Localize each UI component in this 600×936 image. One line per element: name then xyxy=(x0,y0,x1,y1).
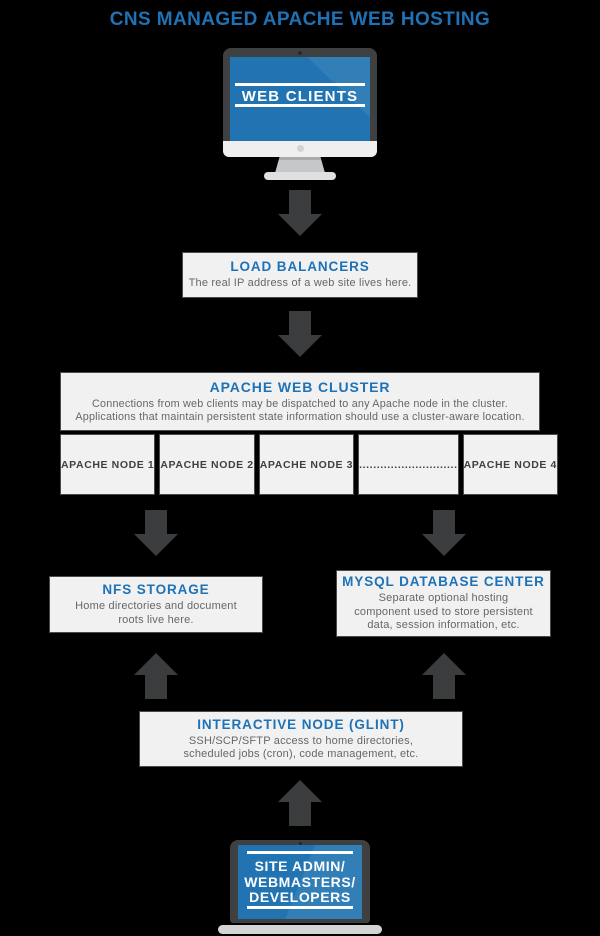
arrow-interactive-to-mysql xyxy=(422,653,466,699)
web-clients-label: WEB CLIENTS xyxy=(241,88,359,105)
load-balancers-title: LOAD BALANCERS xyxy=(230,259,370,275)
arrow-clients-to-loadbalancers xyxy=(278,190,322,236)
apache-node-2-cell: APACHE NODE 2 xyxy=(159,434,255,495)
label-rule-bottom xyxy=(235,104,365,107)
nfs-storage-title: NFS STORAGE xyxy=(102,582,210,597)
mysql-center-box: MYSQL DATABASE CENTER Separate optional … xyxy=(336,570,551,637)
apache-node-1-cell: APACHE NODE 1 xyxy=(60,434,156,495)
apache-node-3-cell: APACHE NODE 3 xyxy=(258,434,355,495)
laptop-rule-top xyxy=(247,851,353,854)
monitor-button-icon xyxy=(296,145,304,152)
apache-node-4-cell: APACHE NODE 4 xyxy=(462,434,558,495)
laptop-rule-bottom xyxy=(247,906,353,909)
laptop-webcam-dot-icon xyxy=(298,841,302,845)
apache-cluster-description: Connections from web clients may be disp… xyxy=(75,398,525,423)
laptop-bezel: SITE ADMIN/ WEBMASTERS/ DEVELOPERS xyxy=(230,840,370,923)
nfs-storage-description: Home directories and document roots live… xyxy=(75,600,237,626)
apache-node-row: APACHE NODE 1 APACHE NODE 2 APACHE NODE … xyxy=(60,434,558,495)
arrow-loadbalancers-to-cluster xyxy=(278,311,322,357)
apache-node-ellipsis-cell: ............................ xyxy=(358,434,459,495)
page-title: CNS MANAGED APACHE WEB HOSTING xyxy=(109,9,491,30)
laptop-base xyxy=(218,925,382,934)
load-balancers-box: LOAD BALANCERS The real IP address of a … xyxy=(182,252,418,298)
interactive-node-box: INTERACTIVE NODE (GLINT) SSH/SCP/SFTP ac… xyxy=(139,711,463,767)
arrow-cluster-to-nfs xyxy=(134,510,178,556)
laptop-screen: SITE ADMIN/ WEBMASTERS/ DEVELOPERS xyxy=(238,845,362,919)
apache-cluster-box: APACHE WEB CLUSTER Connections from web … xyxy=(60,372,540,431)
arrow-admins-to-interactive xyxy=(278,780,322,826)
monitor-bezel: WEB CLIENTS xyxy=(223,48,377,141)
monitor-stand-base xyxy=(264,172,336,180)
interactive-node-title: INTERACTIVE NODE (GLINT) xyxy=(197,716,405,732)
site-admin-label: SITE ADMIN/ WEBMASTERS/ DEVELOPERS xyxy=(244,858,356,905)
load-balancers-description: The real IP address of a web site lives … xyxy=(188,277,412,290)
monitor-chin xyxy=(223,141,377,157)
webcam-dot-icon xyxy=(298,51,302,55)
apache-cluster-title: APACHE WEB CLUSTER xyxy=(209,379,391,395)
interactive-node-description: SSH/SCP/SFTP access to home directories,… xyxy=(183,734,419,761)
mysql-center-title: MYSQL DATABASE CENTER xyxy=(342,574,545,590)
arrow-interactive-to-nfs xyxy=(134,653,178,699)
label-rule-top xyxy=(235,83,365,86)
mysql-center-description: Separate optional hosting component used… xyxy=(354,592,533,632)
nfs-storage-box: NFS STORAGE Home directories and documen… xyxy=(49,576,263,633)
monitor-stand xyxy=(275,157,325,173)
monitor-screen: WEB CLIENTS xyxy=(230,57,370,141)
arrow-cluster-to-mysql xyxy=(422,510,466,556)
